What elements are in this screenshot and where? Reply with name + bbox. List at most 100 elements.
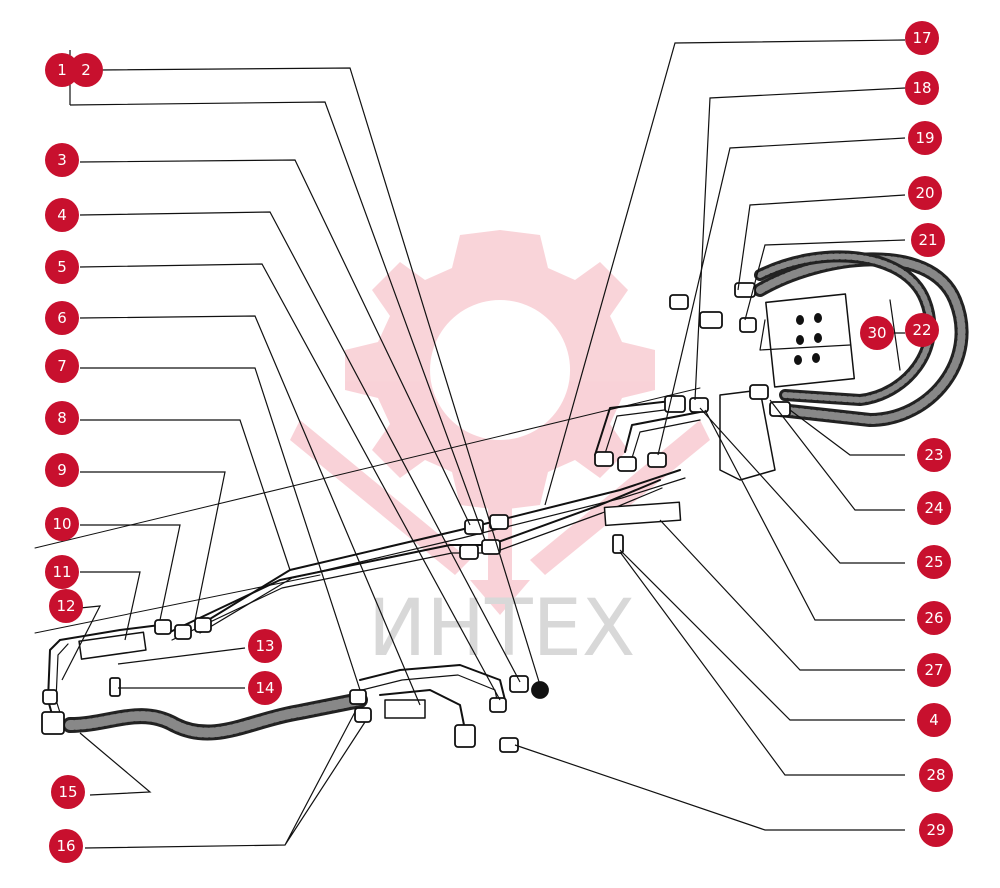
callout-badge-label: 3 — [57, 151, 67, 169]
callout-badge-circle — [45, 555, 79, 589]
fittings — [41, 282, 791, 753]
callout-badge-label: 30 — [867, 324, 886, 342]
reference-line-lower — [34, 574, 321, 634]
callout-badge-circle — [45, 53, 79, 87]
callout-badge-15: 15 — [51, 775, 85, 809]
callout-badge-label: 13 — [255, 637, 274, 655]
callout-badge-circle — [917, 545, 951, 579]
watermark-text: ИНТЕХ — [368, 584, 635, 674]
pipe-rise-a — [594, 399, 681, 456]
drawing — [34, 250, 969, 741]
callout-badge-label: 14 — [255, 679, 274, 697]
callout-badge-label: 8 — [57, 409, 67, 427]
callout-badge-22: 22 — [905, 313, 939, 347]
callout-badge-circle — [917, 438, 951, 472]
callout-badge-label: 16 — [56, 837, 75, 855]
valve-block-holes — [794, 313, 822, 365]
clamp-left — [78, 631, 147, 660]
callout-badge-27: 27 — [917, 653, 951, 687]
callout-badge-29: 29 — [919, 813, 953, 847]
callout-badge-17: 17 — [905, 21, 939, 55]
valve-block — [765, 293, 856, 388]
callout-badge-label: 26 — [924, 609, 943, 627]
callout-badge-2: 2 — [69, 53, 103, 87]
callout-badge-label: 7 — [57, 357, 67, 375]
callout-badge-label: 21 — [918, 231, 937, 249]
callout-badge-14: 14 — [248, 671, 282, 705]
callout-badge-28: 28 — [919, 758, 953, 792]
callout-badge-circle — [905, 71, 939, 105]
callout-badge-circle — [45, 453, 79, 487]
watermark-gear — [345, 230, 655, 510]
callout-badge-label: 6 — [57, 309, 67, 327]
callout-badge-10: 10 — [45, 507, 79, 541]
callout-badge-26: 26 — [917, 601, 951, 635]
callout-badge-circle — [45, 198, 79, 232]
reference-line-upper — [34, 387, 701, 549]
callout-badge-label: 12 — [56, 597, 75, 615]
pipe-left-vertical-inner — [55, 643, 69, 723]
callout-badge-label: 4 — [929, 711, 939, 729]
callout-badge-label: 27 — [924, 661, 943, 679]
callout-badge-circle — [69, 53, 103, 87]
callout-badge-circle — [45, 250, 79, 284]
callout-badge-circle — [917, 491, 951, 525]
callout-badge-circle — [49, 829, 83, 863]
callout-badge-circle — [248, 671, 282, 705]
callout-badge-circle — [917, 601, 951, 635]
callout-badge-label: 23 — [924, 446, 943, 464]
clamp-lower — [384, 699, 426, 719]
pipe-lower-mid-inner — [361, 674, 499, 706]
callout-badge-circle — [248, 629, 282, 663]
callout-badge-label: 4 — [57, 206, 67, 224]
callout-badge-3: 3 — [45, 143, 79, 177]
callout-badge-label: 2 — [81, 61, 91, 79]
callout-badge-23: 23 — [917, 438, 951, 472]
callout-badge-label: 28 — [926, 766, 945, 784]
pipe-lower-mid-b — [379, 689, 466, 731]
callout-badge-label: 18 — [912, 79, 931, 97]
callout-badge-label: 19 — [915, 129, 934, 147]
callout-badge-12: 12 — [49, 589, 83, 623]
callout-badge-circle — [51, 775, 85, 809]
callout-badge-circle — [49, 589, 83, 623]
callout-badge-circle — [908, 176, 942, 210]
clamp-right — [603, 501, 682, 527]
callout-badge-label: 22 — [912, 321, 931, 339]
callout-badge-8: 8 — [45, 401, 79, 435]
callout-badge-circle — [860, 316, 894, 350]
callout-badge-label: 5 — [57, 258, 67, 276]
callout-badge-4b: 4 — [917, 703, 951, 737]
callout-badge-circle — [908, 121, 942, 155]
callout-badge-11: 11 — [45, 555, 79, 589]
callout-badge-6: 6 — [45, 301, 79, 335]
callout-badge-circle — [917, 653, 951, 687]
valve-bracket — [759, 299, 901, 371]
callout-badge-circle — [45, 301, 79, 335]
callout-badge-30: 30 — [860, 316, 894, 350]
callout-badge-label: 20 — [915, 184, 934, 202]
callout-badge-label: 11 — [52, 563, 71, 581]
hose-right-inner-texture — [757, 253, 934, 403]
pipe-rise-b — [624, 411, 701, 453]
callout-badge-21: 21 — [911, 223, 945, 257]
callout-badge-9: 9 — [45, 453, 79, 487]
callout-badge-circle — [919, 813, 953, 847]
pipe-rise-a-inner — [602, 407, 681, 461]
callout-badge-circle — [45, 349, 79, 383]
leader-lines — [61, 39, 906, 849]
watermark-arrow-left — [290, 420, 470, 575]
hose-right-outer-texture — [756, 255, 966, 424]
mounting-plate — [719, 389, 776, 481]
callout-badge-1: 1 — [45, 53, 79, 87]
callout-badge-label: 17 — [912, 29, 931, 47]
callout-badge-24: 24 — [917, 491, 951, 525]
pipe-lower-mid — [359, 664, 506, 701]
callout-badge-20: 20 — [908, 176, 942, 210]
hose-lower-texture — [65, 695, 365, 738]
pipe-left-top — [59, 624, 161, 641]
callout-badge-circle — [45, 143, 79, 177]
callout-badge-label: 10 — [52, 515, 71, 533]
